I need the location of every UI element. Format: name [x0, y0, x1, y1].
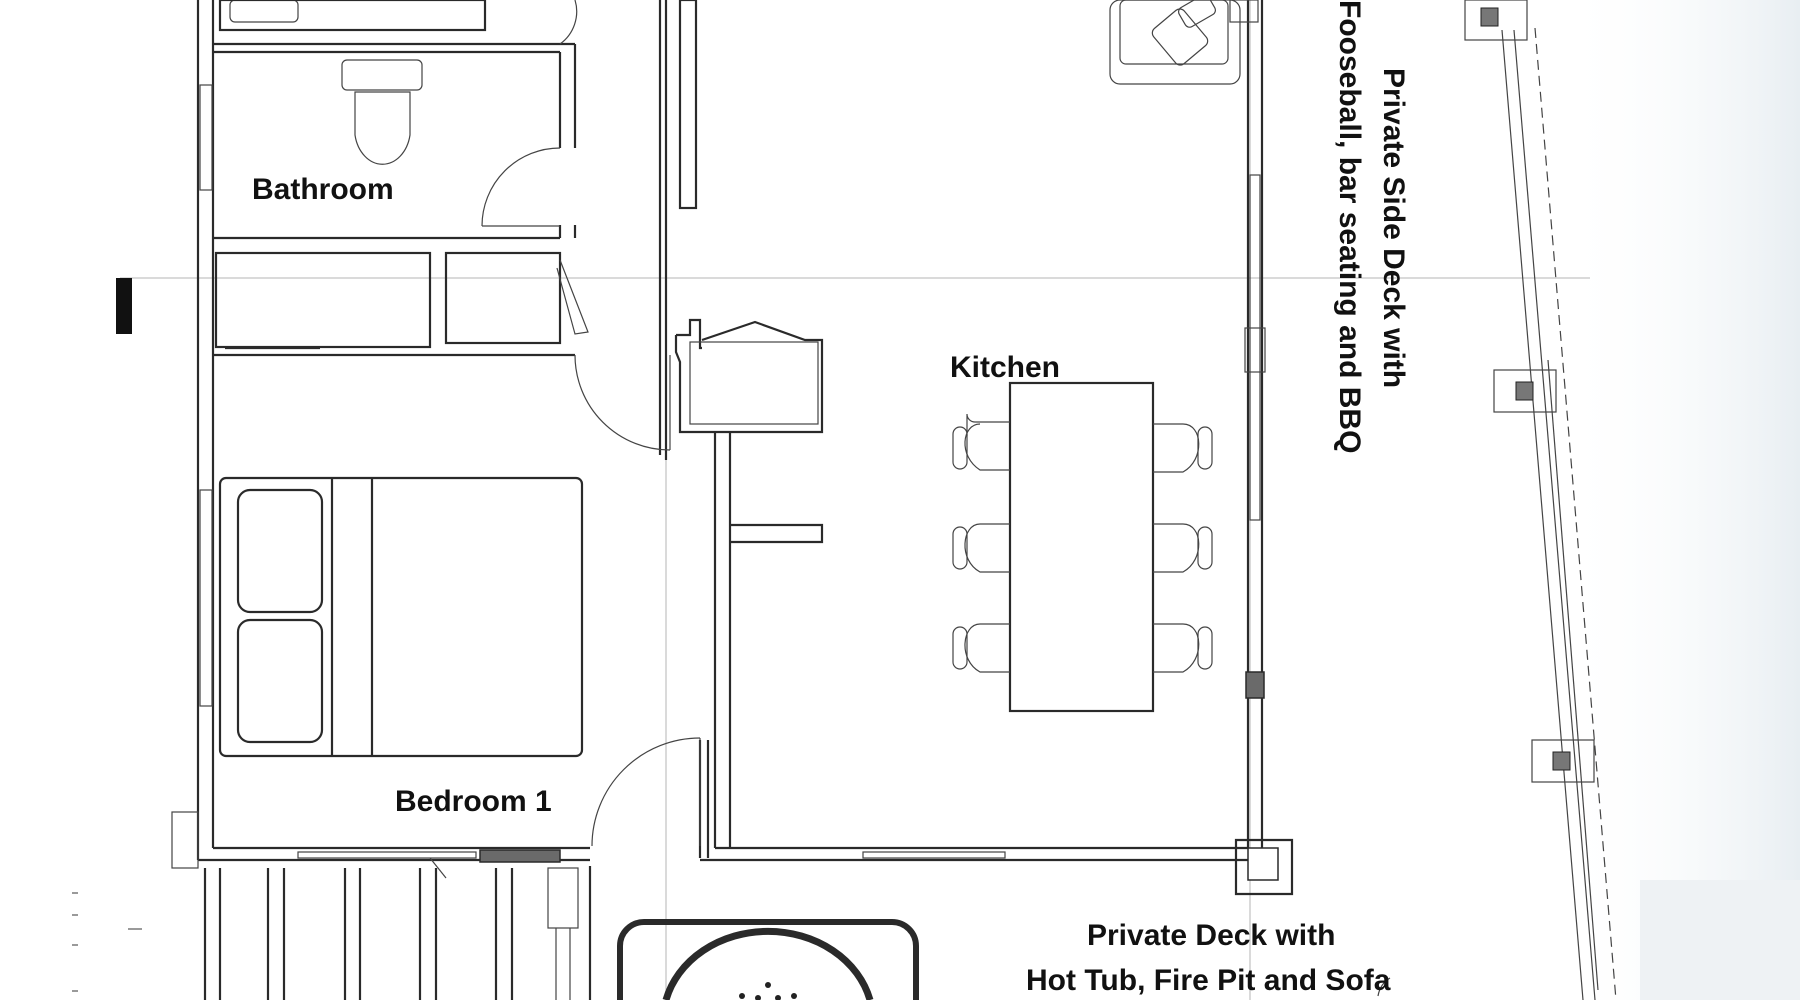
pillow [236, 488, 324, 614]
hot-tub [617, 919, 919, 1000]
kitchen-label: Kitchen [950, 351, 1060, 384]
scale-marker [116, 278, 132, 334]
margin-ticks [72, 892, 142, 992]
exterior-walls [171, 0, 1264, 869]
guide-lines [120, 0, 1590, 1000]
interior-walls [213, 0, 824, 1000]
deck-post [1464, 0, 1528, 41]
deck-post [1493, 369, 1557, 413]
front-deck-structure [203, 838, 1294, 1000]
background-haze [1560, 0, 1800, 1000]
bathroom-label: Bathroom [252, 173, 394, 206]
windows [199, 84, 1266, 863]
side-deck-railing [1464, 0, 1617, 1000]
tick-mark [1377, 977, 1391, 997]
bathroom-fixtures [218, 0, 487, 165]
pillow [236, 618, 324, 744]
doors [481, 0, 701, 847]
bed [218, 476, 584, 758]
side-deck-label-line1: Private Side Deck with [1377, 68, 1410, 388]
chairs-right [1153, 423, 1213, 673]
front-deck-label-line1: Private Deck with [1087, 919, 1335, 952]
armchair [1109, 0, 1241, 85]
background-patch [1640, 880, 1800, 1000]
bedroom-1-label: Bedroom 1 [395, 785, 552, 818]
side-deck-label-line2: Fooseball, bar seating and BBQ [1333, 0, 1366, 453]
dining-set [952, 381, 1213, 713]
chairs-left [952, 413, 1010, 673]
deck-post [1531, 739, 1595, 783]
front-deck-label-line2: Hot Tub, Fire Pit and Sofa [1026, 964, 1391, 997]
toilet-tank [341, 59, 423, 91]
dining-table [1008, 381, 1155, 713]
toilet-bowl [354, 91, 411, 165]
